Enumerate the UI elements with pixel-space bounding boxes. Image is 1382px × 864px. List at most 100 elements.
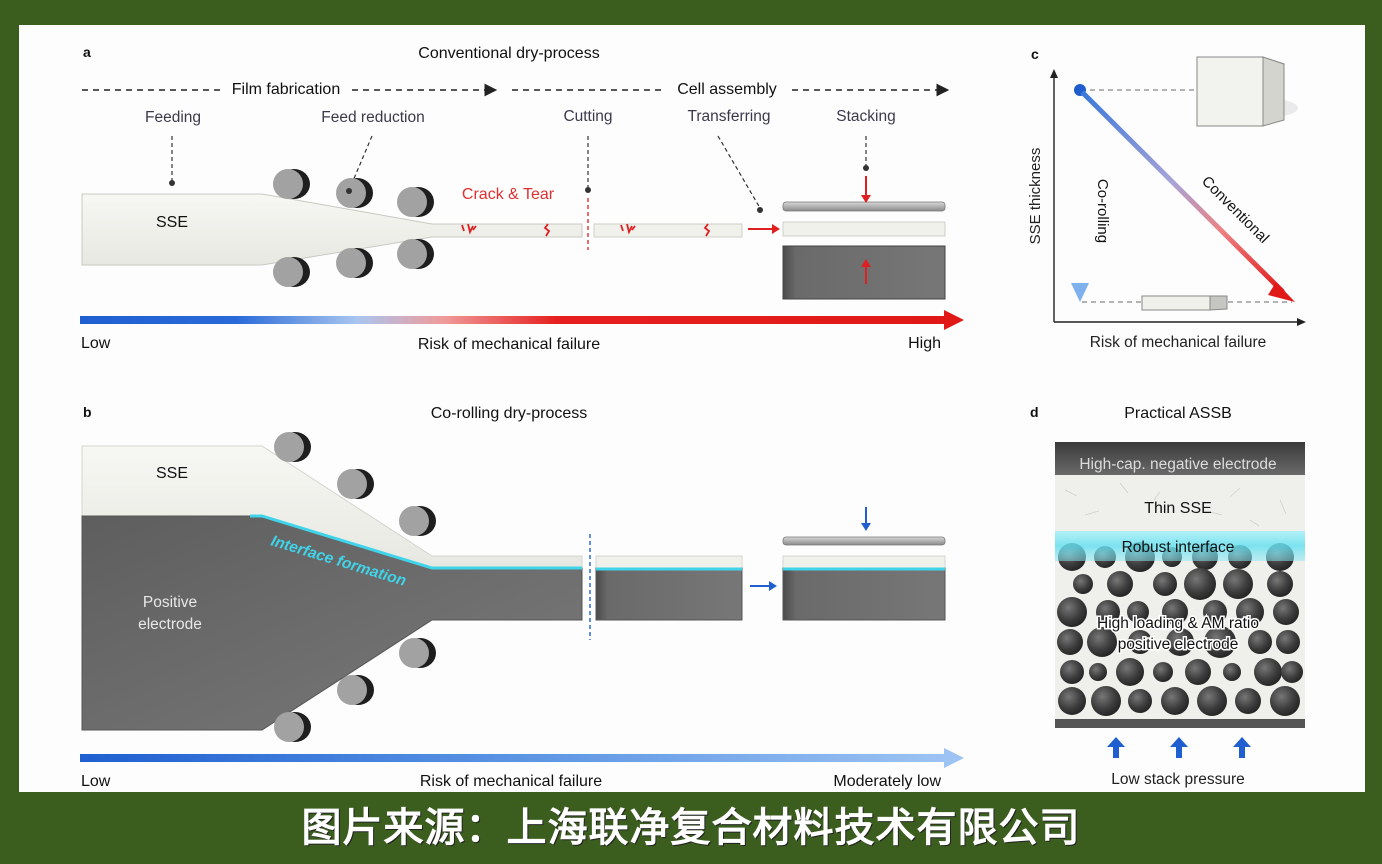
positive-electrode-label-2: positive electrode <box>1118 636 1239 653</box>
roller-icon <box>399 506 436 536</box>
press-arrowhead-up <box>861 259 871 267</box>
conventional-arrowhead <box>1268 282 1295 302</box>
roller-icon <box>273 257 310 287</box>
current-collector <box>1055 719 1305 728</box>
particle <box>1204 626 1236 658</box>
particle <box>1248 630 1272 654</box>
particle <box>1128 630 1152 654</box>
particle <box>1153 572 1177 596</box>
roller-icon <box>397 187 434 217</box>
arrow-up-icon <box>1107 737 1125 758</box>
risk-arrowhead-b <box>944 748 964 768</box>
electrode-label-b-2: electrode <box>138 616 202 633</box>
corolling-arrowhead <box>1071 283 1089 302</box>
risk-low-a: Low <box>81 335 111 352</box>
panel-d: d Practical ASSB High-cap. negative elec… <box>1030 404 1305 788</box>
particle <box>1091 686 1121 716</box>
sse-texture <box>1064 482 1287 527</box>
particle <box>1162 599 1188 625</box>
y-axis-arrowhead <box>1050 69 1058 78</box>
panel-b-title: Co-rolling dry-process <box>431 405 588 422</box>
stage-cell-assembly: Cell assembly <box>677 81 777 98</box>
image-source-caption: 图片来源：上海联净复合材料技术有限公司 <box>301 805 1081 851</box>
particle <box>1267 571 1293 597</box>
particle <box>1281 661 1303 683</box>
panel-b: b Co-rolling dry-process SSE Positive el… <box>80 404 964 790</box>
conventional-label: Conventional <box>1198 173 1272 247</box>
panel-c: c SSE thickness Risk of mechanical failu… <box>1027 46 1306 351</box>
roller-icon <box>337 675 374 705</box>
arrow-up-icon <box>1170 737 1188 758</box>
corolling-label: Co-rolling <box>1094 179 1111 243</box>
press-arrowhead-down <box>861 195 871 203</box>
robust-interface-label: Robust interface <box>1122 539 1235 556</box>
particle <box>1107 571 1133 597</box>
transfer-arrowhead-b <box>769 581 777 591</box>
leader-dot <box>346 188 352 194</box>
particle <box>1223 663 1241 681</box>
particle <box>1203 600 1227 624</box>
roller-icon <box>336 178 373 208</box>
particle <box>1197 686 1227 716</box>
step-feeding: Feeding <box>145 109 201 126</box>
particle <box>1235 688 1261 714</box>
roller-icon <box>399 638 436 668</box>
particle <box>1276 630 1300 654</box>
cut-segment-electrode <box>595 567 743 621</box>
particle <box>1096 600 1120 624</box>
particle <box>1060 660 1084 684</box>
particle <box>1057 597 1087 627</box>
sse-label-b: SSE <box>156 465 188 482</box>
step-transferring: Transferring <box>688 108 771 125</box>
particle <box>1273 599 1299 625</box>
particle <box>1116 658 1144 686</box>
y-axis-label: SSE thickness <box>1027 148 1044 245</box>
roller-icon <box>336 248 373 278</box>
panel-a-letter: a <box>83 44 91 60</box>
risk-bar-b <box>80 754 946 762</box>
particle <box>1223 569 1253 599</box>
panel-b-letter: b <box>83 404 92 420</box>
panel-c-letter: c <box>1031 46 1039 62</box>
roller-icon <box>274 712 311 742</box>
particle <box>1161 687 1189 715</box>
roller-icon <box>397 239 434 269</box>
panel-d-title: Practical ASSB <box>1124 405 1232 422</box>
stack-sse-layer <box>782 221 946 237</box>
step-feed-reduction: Feed reduction <box>321 109 424 126</box>
particle <box>1184 568 1216 600</box>
cut-strip-a <box>593 223 743 238</box>
particle <box>1254 658 1282 686</box>
thin-sse-slab <box>1141 295 1228 311</box>
x-axis-arrowhead <box>1297 318 1306 326</box>
x-axis-label: Risk of mechanical failure <box>1090 334 1267 351</box>
sse-label-a: SSE <box>156 214 188 231</box>
roller-icon <box>273 169 310 199</box>
stack-electrode-b <box>782 567 946 621</box>
thin-sse-label: Thin SSE <box>1144 500 1212 517</box>
particle <box>1057 629 1083 655</box>
panel-a-title: Conventional dry-process <box>418 45 599 62</box>
particle <box>1087 627 1117 657</box>
stack-sse-b <box>782 555 946 569</box>
risk-high-a: High <box>908 335 941 352</box>
risk-label-a: Risk of mechanical failure <box>418 336 600 353</box>
particle <box>1058 687 1086 715</box>
interface-line-b <box>250 514 582 570</box>
particle <box>1270 686 1300 716</box>
panel-d-letter: d <box>1030 404 1039 420</box>
negative-electrode-layer <box>1055 442 1305 475</box>
particle <box>1089 663 1107 681</box>
pressure-arrows <box>1107 737 1251 758</box>
stage-film-fabrication: Film fabrication <box>232 81 340 98</box>
cut-segment-sse <box>595 555 743 569</box>
risk-low-b: Low <box>81 773 111 790</box>
roller-icon <box>274 432 311 462</box>
particle <box>1185 659 1211 685</box>
stack-top-plate <box>782 201 946 212</box>
low-stack-pressure-label: Low stack pressure <box>1111 771 1245 788</box>
particle <box>1127 601 1149 623</box>
leader-lines <box>171 135 867 209</box>
panel-a: a Conventional dry-process Film fabricat… <box>80 44 964 353</box>
